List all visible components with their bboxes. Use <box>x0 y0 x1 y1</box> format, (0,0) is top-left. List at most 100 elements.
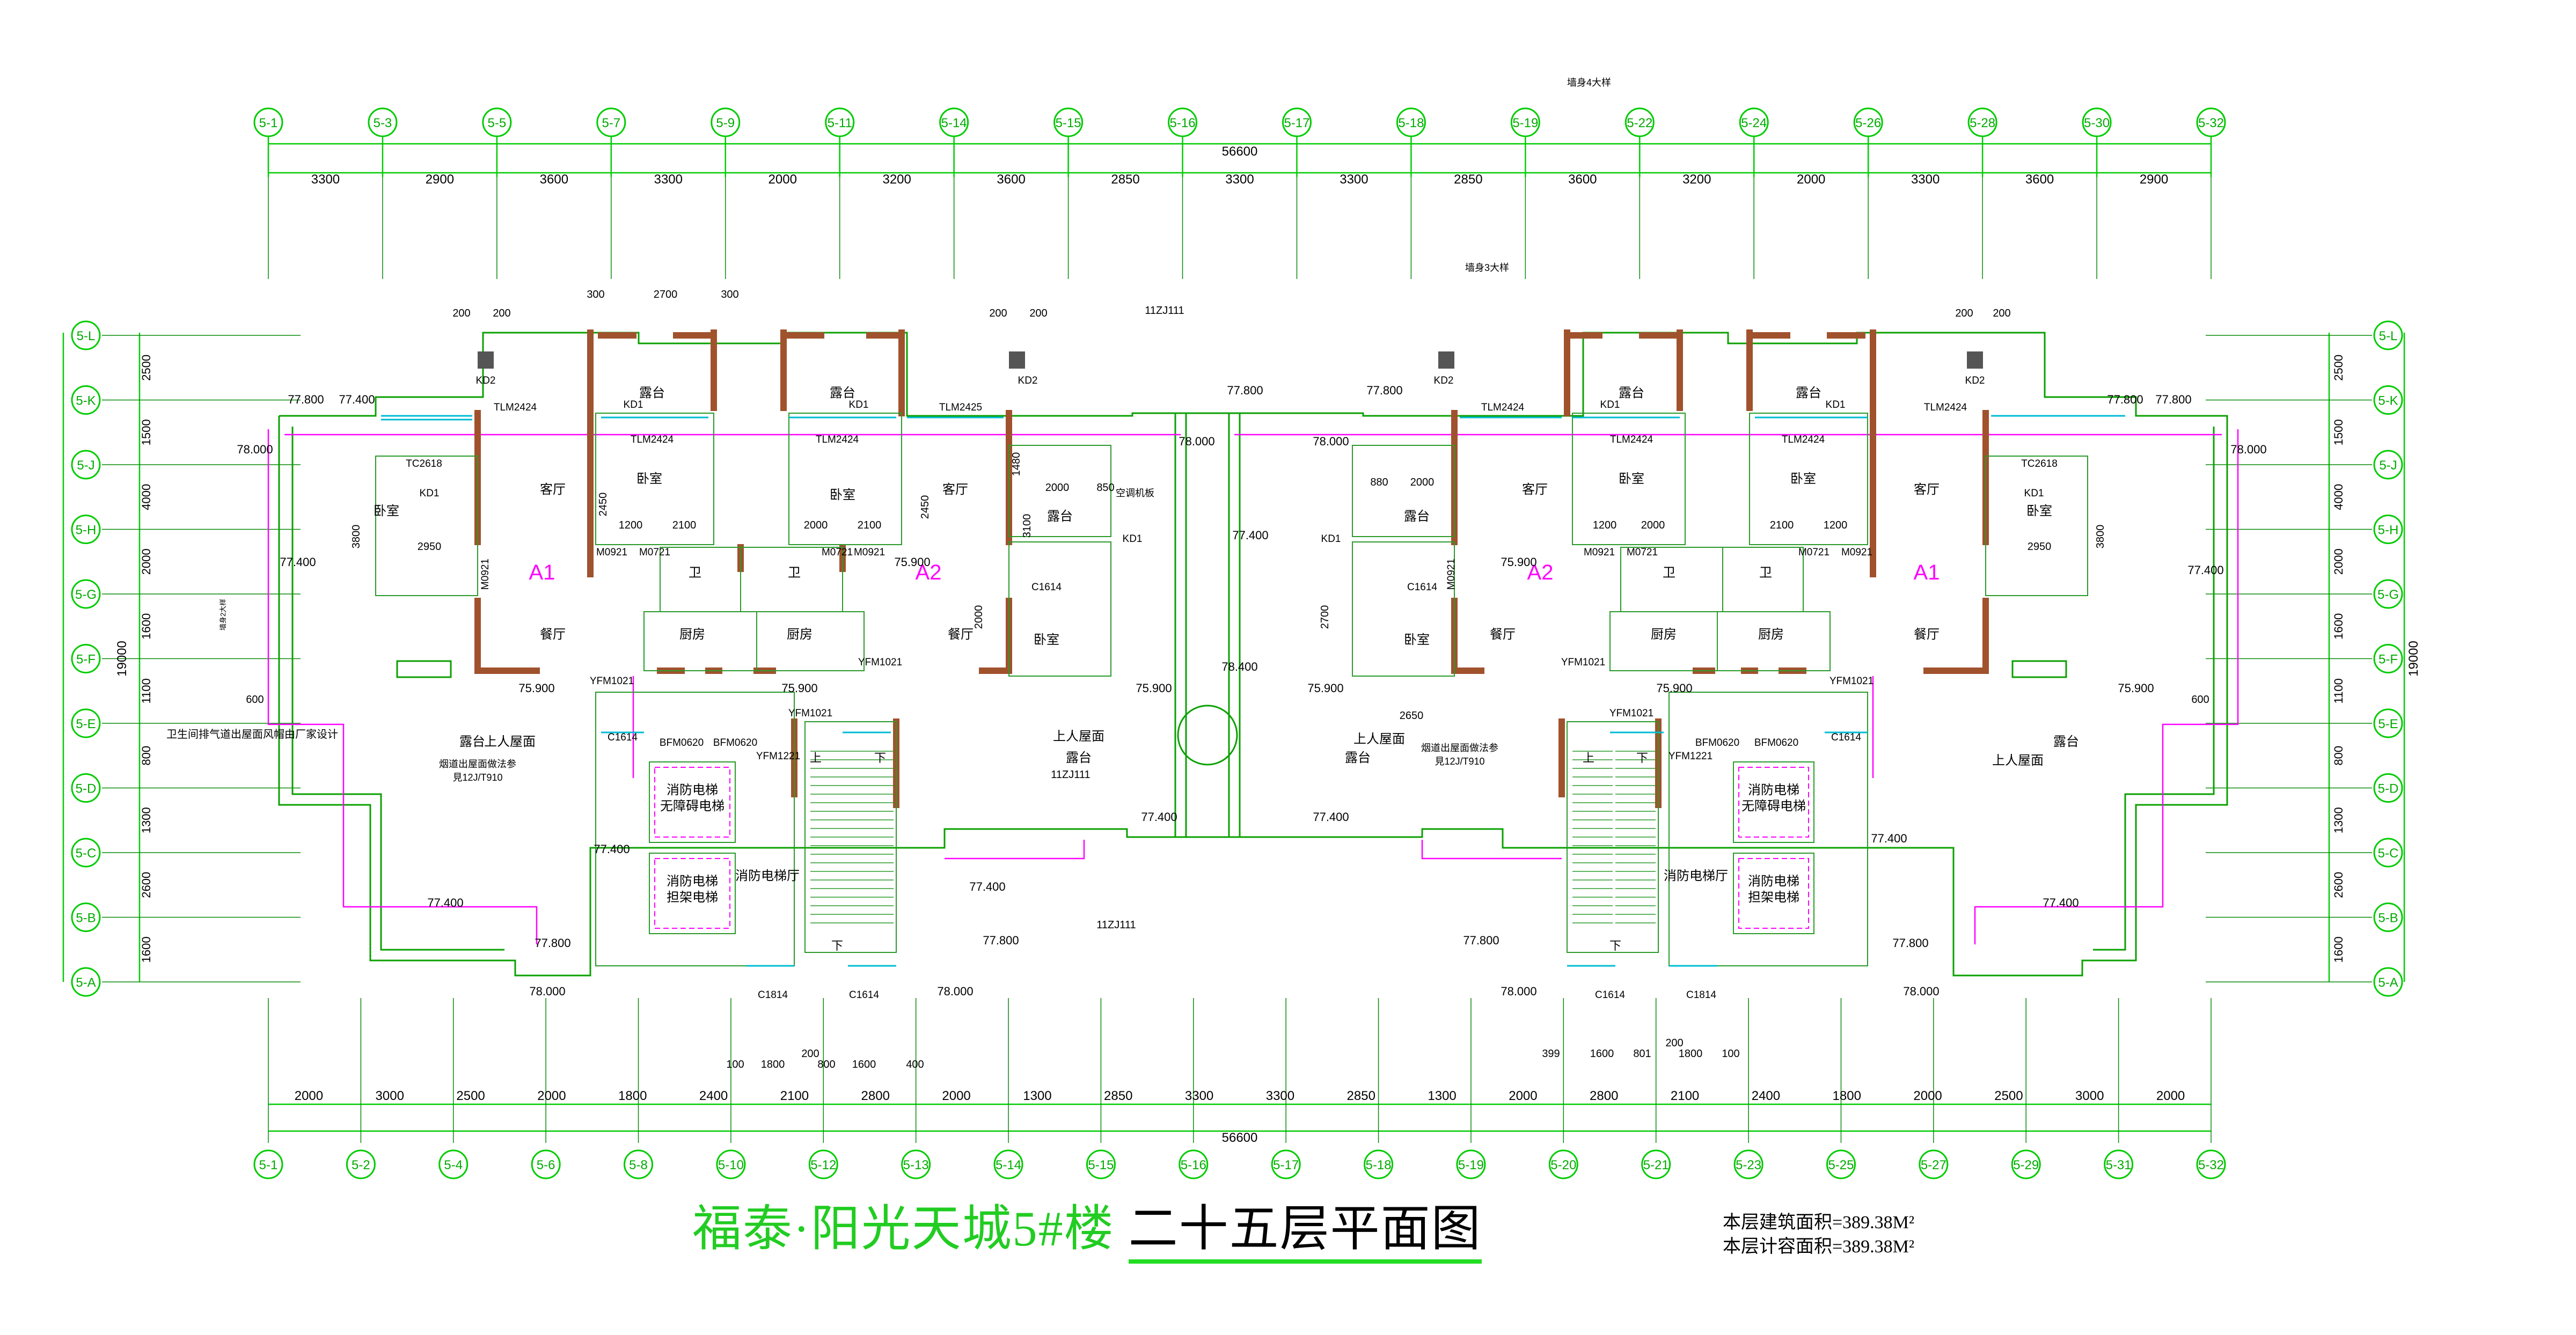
kd-tag: KD1 <box>849 399 869 410</box>
axis-bubble-bottom <box>2196 1149 2226 1179</box>
axis-label-bottom: 5-12 <box>810 1158 836 1172</box>
side-dimension-right: 2000 <box>2332 548 2345 575</box>
top-dimension: 3300 <box>311 172 340 187</box>
stair-direction: 下 <box>874 751 886 765</box>
room-kitchen: 厨房 <box>1758 627 1784 642</box>
local-dimension: 399 <box>1542 1048 1560 1060</box>
room-kitchen: 厨房 <box>679 627 705 642</box>
terrace-edges <box>267 429 2239 944</box>
elevation-mark: 77.400 <box>1313 810 1349 824</box>
stair-direction: 上 <box>810 751 822 765</box>
elevation-mark: 78.000 <box>1501 985 1536 998</box>
local-dimension: 1200 <box>1824 519 1848 531</box>
elevation-mark: 77.400 <box>339 393 375 406</box>
local-dimension: 200 <box>452 307 470 319</box>
axis-label-top: 5-14 <box>941 116 967 130</box>
top-dimension: 3600 <box>997 172 1025 187</box>
local-dimension: 200 <box>1665 1037 1683 1049</box>
elevation-mark: 75.900 <box>2118 681 2154 695</box>
axis-label-top: 5-32 <box>2198 116 2224 130</box>
elevation-mark: 77.800 <box>1366 384 1402 397</box>
kd-tag: KD1 <box>2024 488 2044 499</box>
local-dimension: 2100 <box>1770 519 1794 531</box>
axis-label-bottom: 5-29 <box>2013 1158 2039 1172</box>
kd-tag: KD1 <box>1826 399 1846 410</box>
room-terrace: 露台 <box>1066 751 1092 765</box>
bottom-dimension: 2850 <box>1347 1089 1375 1103</box>
kd-tag: KD1 <box>624 399 643 410</box>
elevation-mark: 78.000 <box>529 985 565 998</box>
bottom-total-dimension: 56600 <box>1222 1131 1258 1145</box>
elevation-mark: 75.900 <box>1136 681 1172 695</box>
bottom-dimension: 2000 <box>942 1089 970 1103</box>
axis-bubble-right <box>2373 579 2403 609</box>
top-total-dimension: 56600 <box>1222 144 1258 159</box>
side-dimension-right: 4000 <box>2332 484 2345 510</box>
local-dimension: 2000 <box>1410 476 1435 488</box>
door-tag: M0921 <box>1584 547 1615 558</box>
bottom-dimension: 2400 <box>699 1089 728 1103</box>
drawing-title: 福泰·阳光天城5#楼二十五层平面图 <box>692 1189 1482 1264</box>
bottom-dimension: 1800 <box>618 1089 647 1103</box>
axis-bubble-top <box>482 107 512 137</box>
local-dimension: 100 <box>1722 1048 1739 1060</box>
axis-bubble-right <box>2373 708 2403 738</box>
axis-bubble-bottom <box>993 1149 1023 1179</box>
axis-bubble-left <box>71 773 101 803</box>
window-tag: C1614 <box>1595 989 1625 1001</box>
axis-label-bottom: 5-2 <box>352 1158 370 1172</box>
axis-bubble-right <box>2373 320 2403 350</box>
axis-bubble-right <box>2373 644 2403 673</box>
axis-label-top: 5-11 <box>828 116 852 130</box>
top-dimension: 3300 <box>654 172 683 187</box>
bottom-dimension: 2000 <box>1509 1089 1537 1103</box>
axis-label-bottom: 5-17 <box>1273 1158 1299 1172</box>
bottom-dimension: 1300 <box>1428 1089 1456 1103</box>
room-roof: 上人屋面 <box>1053 729 1104 744</box>
side-dimension-right: 1500 <box>2332 419 2345 445</box>
bottom-dimension: 1800 <box>1833 1089 1861 1103</box>
axis-label-bottom: 5-18 <box>1366 1158 1392 1172</box>
elevator-label: 无障碍电梯 <box>1741 799 1806 813</box>
bottom-dimension: 2500 <box>456 1089 485 1103</box>
axis-bubble-top <box>1853 107 1883 137</box>
elevation-mark: 78.000 <box>1313 435 1349 448</box>
axis-bubble-left <box>71 903 101 932</box>
top-dimension: 2900 <box>2140 172 2168 187</box>
capacity-area: 本层计容面积=389.38M² <box>1723 1237 1915 1257</box>
room-roof: 上人屋面 <box>484 735 536 749</box>
elevation-mark: 77.800 <box>288 393 324 406</box>
window-tag: TC2618 <box>406 458 442 470</box>
elevation-mark: 77.400 <box>1232 529 1268 542</box>
axis-label-top: 5-28 <box>1970 116 1995 130</box>
elevation-mark: 75.900 <box>894 555 930 569</box>
axis-label-bottom: 5-23 <box>1736 1158 1761 1172</box>
local-dimension: 1600 <box>852 1059 876 1070</box>
bottom-dimension: 2000 <box>1913 1089 1942 1103</box>
axis-bubble-bottom <box>1086 1149 1116 1179</box>
window-tag: TLM2424 <box>816 434 859 445</box>
room-lobby: 消防电梯厅 <box>735 869 800 883</box>
axis-label-top: 5-16 <box>1170 116 1196 130</box>
elevation-mark: 75.900 <box>518 681 554 695</box>
kd-tag: KD1 <box>420 488 440 499</box>
axis-bubble-top <box>596 107 626 137</box>
window-tag: TLM2425 <box>939 402 982 413</box>
axis-label-top: 5-9 <box>716 116 735 130</box>
elevation-mark: 77.800 <box>1892 936 1928 950</box>
note-reference: 11ZJ111 <box>1096 919 1136 931</box>
local-dimension: 1200 <box>1593 519 1617 531</box>
elevation-mark: 78.000 <box>1179 435 1214 448</box>
room-lobby: 消防电梯厅 <box>1664 869 1728 883</box>
room-bedroom: 卧室 <box>2026 504 2052 518</box>
window-tag: TC2618 <box>2021 458 2058 470</box>
local-dimension: 2950 <box>418 541 442 553</box>
side-dimension-left: 1600 <box>140 936 153 963</box>
bottom-dimension: 2800 <box>861 1089 890 1103</box>
axis-bubble-top <box>2196 107 2226 137</box>
door-tag: YFM1021 <box>858 657 902 668</box>
stair-direction: 下 <box>1636 751 1648 765</box>
local-dimension: 200 <box>493 307 510 319</box>
local-dimension: 600 <box>246 694 264 706</box>
